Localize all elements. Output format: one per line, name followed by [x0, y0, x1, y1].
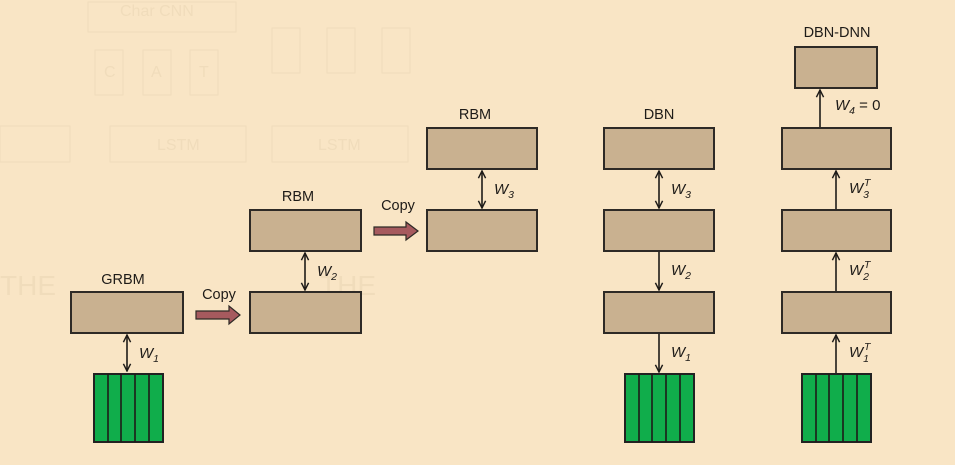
output-layer	[794, 46, 878, 89]
layer	[603, 291, 715, 334]
weight-label: W3T	[849, 177, 872, 201]
layer	[603, 127, 715, 170]
weight-label: W2	[671, 262, 691, 282]
weight-label: W4 = 0	[835, 97, 880, 117]
copy-arrow: Copy	[195, 287, 241, 326]
visible-layer	[426, 209, 538, 252]
layer	[781, 291, 892, 334]
copy-label: Copy	[381, 198, 416, 214]
input-block	[93, 373, 164, 443]
layer	[781, 209, 892, 252]
stage-label: DBN	[644, 107, 675, 123]
stage-label: RBM	[459, 107, 491, 123]
ghost-text: LSTM	[157, 137, 200, 154]
stage-label: GRBM	[101, 272, 145, 288]
weight-label: W3	[494, 181, 514, 201]
layer	[603, 209, 715, 252]
ghost-text: T	[199, 64, 209, 81]
hidden-layer	[249, 209, 362, 252]
stage-dbn: DBN W3 W2 W1	[603, 107, 715, 443]
ghost-text: Char CNN	[120, 3, 194, 20]
input-block	[801, 373, 872, 443]
ghost-text: LSTM	[318, 137, 361, 154]
hidden-layer	[70, 291, 184, 334]
stage-dbn-dnn: DBN-DNN W4 = 0 W3T W2T W1T	[781, 25, 892, 443]
stage-label: RBM	[282, 189, 314, 205]
stage-rbm-3: RBM W3	[426, 107, 538, 252]
stage-grbm: GRBM W1	[70, 272, 184, 443]
layer	[781, 127, 892, 170]
visible-layer	[249, 291, 362, 334]
ghost-text: THE	[0, 270, 56, 301]
ghost-text: C	[104, 64, 116, 81]
copy-arrow: Copy	[373, 198, 419, 242]
weight-label: W2	[317, 263, 337, 283]
input-block	[624, 373, 695, 443]
weight-label: W3	[671, 181, 691, 201]
ghost-text: A	[151, 64, 162, 81]
ghost-overlay: Char CNN C A T LSTM LSTM THE THE	[0, 1, 411, 301]
weight-label: W1T	[849, 341, 872, 365]
hidden-layer	[426, 127, 538, 170]
weight-label: W1	[671, 344, 691, 364]
stage-label: DBN-DNN	[804, 25, 871, 41]
copy-arrow-icon	[195, 304, 241, 326]
stage-rbm-2: RBM W2	[249, 189, 362, 334]
copy-arrow-icon	[373, 220, 419, 242]
weight-label: W1	[139, 345, 159, 365]
weight-label: W2T	[849, 259, 872, 283]
copy-label: Copy	[202, 287, 237, 303]
